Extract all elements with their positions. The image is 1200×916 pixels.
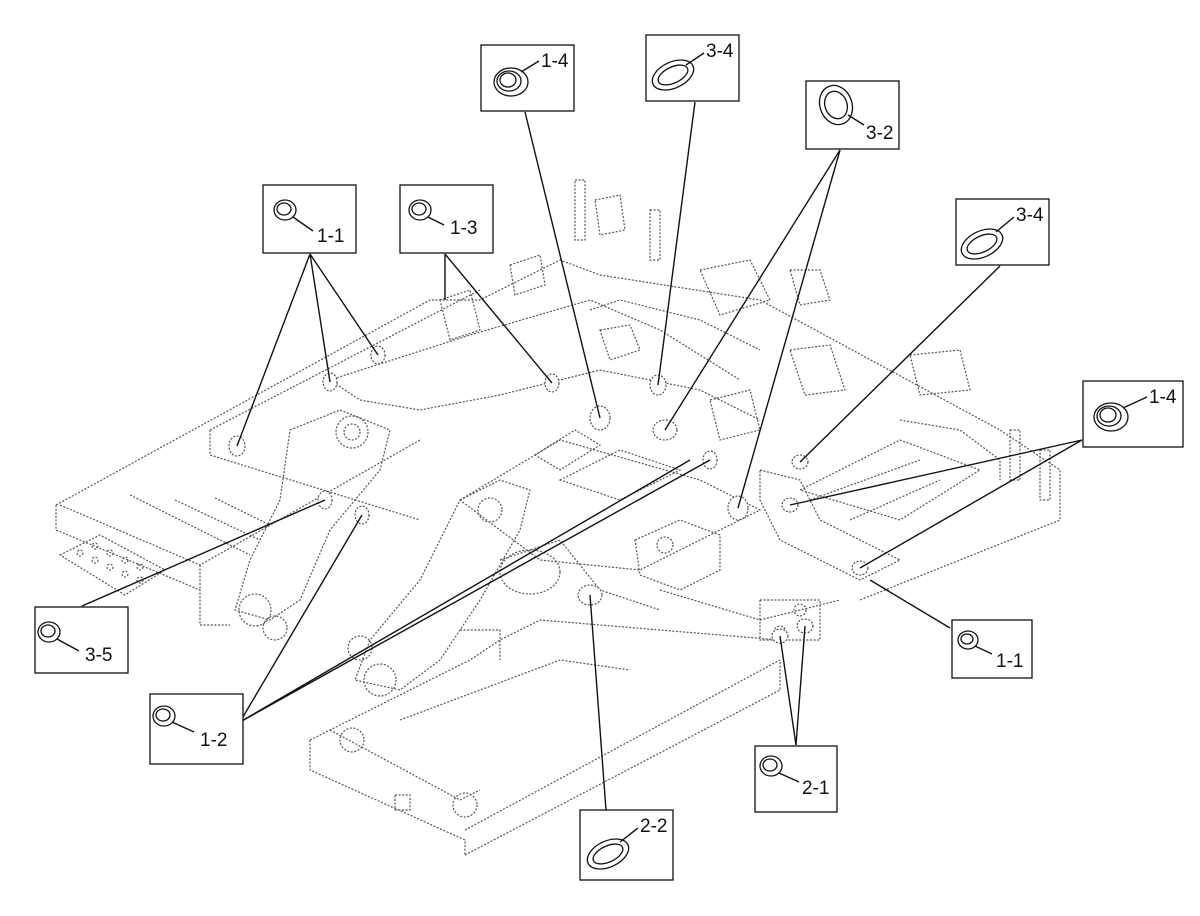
- ring-grommet-icon: [273, 199, 297, 221]
- ring-grommet-icon: [759, 755, 783, 777]
- callout-2-1: 2-1: [754, 745, 838, 813]
- callout-3-5: 3-5: [34, 606, 129, 674]
- callout-label: 3-2: [866, 123, 893, 144]
- callout-label: 2-1: [802, 778, 829, 799]
- callout-label: 1-3: [450, 218, 477, 239]
- oval-grommet-icon: [651, 59, 695, 91]
- callout-label: 3-4: [706, 41, 734, 62]
- callout-2-2: 2-2: [579, 809, 674, 881]
- callout-label: 3-5: [85, 645, 112, 666]
- ring-grommet-icon: [37, 621, 61, 643]
- callout-1-4-top: 1-4: [480, 44, 575, 112]
- callout-label: 1-2: [200, 730, 227, 751]
- callout-label: 1-4: [1149, 387, 1177, 408]
- callout-1-4-right: 1-4: [1082, 380, 1184, 448]
- callout-1-3: 1-3: [399, 184, 494, 254]
- callout-label: 1-1: [996, 651, 1023, 672]
- callout-3-4-right: 3-4: [955, 198, 1050, 266]
- callout-label: 1-1: [317, 226, 344, 247]
- ring-grommet-icon: [493, 67, 529, 97]
- oval-grommet-icon: [818, 84, 854, 126]
- callout-label: 1-4: [541, 51, 569, 72]
- callout-label: 2-2: [640, 816, 667, 837]
- ring-grommet-icon: [408, 199, 432, 221]
- oval-grommet-icon: [960, 228, 1004, 260]
- ring-grommet-icon: [957, 630, 979, 650]
- callout-1-1-right: 1-1: [951, 619, 1033, 679]
- callout-1-2: 1-2: [149, 693, 244, 765]
- leader-lines: [81, 101, 1083, 811]
- oval-grommet-icon: [586, 838, 630, 870]
- callout-3-2: 3-2: [805, 80, 900, 150]
- callout-1-1-left: 1-1: [262, 184, 357, 254]
- callout-3-4-top: 3-4: [645, 34, 740, 102]
- upper-frame-drawing: [55, 179, 1061, 856]
- ring-grommet-icon: [152, 705, 176, 727]
- ring-grommet-icon: [1093, 402, 1129, 432]
- callout-label: 3-4: [1016, 205, 1044, 226]
